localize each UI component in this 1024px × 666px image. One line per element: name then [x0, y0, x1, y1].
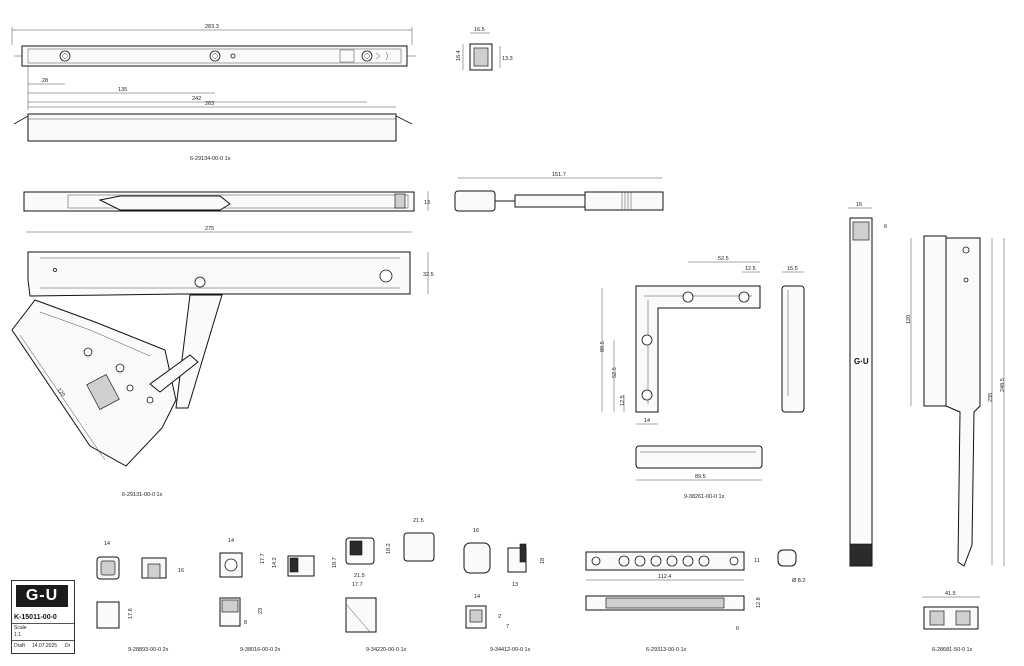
part-label-6-29131: 6-29131-00-0 1x	[122, 492, 163, 498]
dim-283-3: 283.3	[205, 24, 219, 30]
dim-17-7: 17.7	[260, 553, 266, 564]
dim-12-5-left: 12.5	[620, 395, 626, 406]
title-block: G-U K-15011-00-0 Scale 1:1 Draft 14.07.2…	[11, 580, 75, 654]
dim-6-b: 6	[736, 626, 739, 632]
part-label-9-38016: 9-38016-00-0 2x	[240, 647, 281, 653]
dim-23: 23	[258, 608, 264, 614]
dim-17-7-b: 17.7	[352, 582, 363, 588]
dim-14-a: 14	[104, 541, 110, 547]
dim-13-3: 13.3	[502, 56, 513, 62]
part-corner-bracket: 52.5 12.5 89.5 52.5 12.5 14 15.5 89.5 9-…	[600, 256, 805, 500]
dim-41-5: 41.5	[945, 591, 956, 597]
part-hinge-bracket: 13 275 32.5 120 6-29131-00-0 1x	[11, 191, 434, 498]
dim-16-5: 16.5	[474, 27, 485, 33]
dim-16-c: 16	[473, 528, 479, 534]
dim-13: 13	[424, 200, 430, 206]
dim-120-vertical: 120	[906, 315, 912, 324]
draft-label: Draft	[14, 643, 25, 649]
dim-263: 263	[205, 101, 214, 107]
gu-logo: G-U	[16, 585, 68, 607]
dim-18: 18	[540, 558, 546, 564]
dim-16-4: 16.4	[456, 50, 462, 61]
dim-21-5-b: 21.5	[354, 573, 365, 579]
dim-248-5: 248.5	[1000, 378, 1006, 392]
dim-12-8: 12.8	[756, 597, 762, 608]
part-label-9-34220: 9-34220-00-0 1x	[366, 647, 407, 653]
dim-11: 11	[754, 558, 760, 564]
part-rail-top-view: 283.3 28 135 242 263 6-29134-00-0 1x	[11, 24, 416, 162]
scale-label: Scale	[14, 625, 27, 631]
dim-14-2: 14.2	[272, 557, 278, 568]
draft-date: 14.07.2025	[32, 643, 58, 649]
part-9-34412: 16 18 13 14 2 7 9-34412-00-0 1x	[463, 528, 546, 653]
dim-151-7: 151.7	[552, 172, 566, 178]
dim-diameter-8-2: Ø 8.2	[792, 578, 805, 584]
dim-8: 8	[244, 620, 247, 626]
dim-6-top: 6	[884, 224, 887, 230]
dim-89-5-bottom: 89.5	[695, 474, 706, 480]
dim-13-b: 13	[512, 582, 518, 588]
dim-15-5: 15.5	[787, 266, 798, 272]
dim-16-b: 16	[178, 568, 184, 574]
dim-7: 7	[506, 624, 509, 630]
part-label-9-28893: 9-28893-00-0 2x	[128, 647, 169, 653]
dim-32-5: 32.5	[423, 272, 434, 278]
dim-16-top: 16	[856, 202, 862, 208]
dim-52-5-left: 52.5	[612, 367, 618, 378]
part-9-28893: 14 16 17.6 9-28893-00-0 2x	[96, 541, 184, 653]
part-9-38016: 14 17.7 14.2 18.7 8 23 9-38016-00-0 2x	[219, 538, 338, 653]
part-label-6-29134: 6-29134-00-0 1x	[190, 156, 231, 162]
dim-28: 28	[42, 78, 48, 84]
dim-18-7: 18.7	[332, 557, 338, 568]
dim-14: 14	[644, 418, 650, 424]
drawing-number: K-15011-00-0	[14, 614, 57, 621]
dim-242: 242	[192, 96, 201, 102]
dim-18-2: 18.2	[386, 543, 392, 554]
part-connector-bar: 151.7	[454, 172, 664, 212]
part-label-6-28681: 6-28681-50-0 1x	[932, 647, 973, 653]
part-9-34220: 18.2 21.5 21.5 17.7 9-34220-00-0 1x	[345, 518, 435, 653]
part-6-29313: 11 112.4 12.8 6 Ø 8.2 6-29313-00-0 1x	[585, 549, 805, 653]
dim-235: 235	[988, 393, 994, 402]
part-vertical-handle: 16 6 G·U 120 235 248.5 41.5 6-28681-50-0…	[848, 202, 1006, 653]
svg-text:G·U: G·U	[854, 357, 869, 366]
scale-value: 1:1	[14, 632, 21, 638]
dim-120-diag: 120	[56, 387, 66, 398]
dim-2: 2	[498, 614, 501, 620]
dim-275: 275	[205, 226, 214, 232]
draft-author: Dr	[65, 643, 71, 649]
dim-112-4: 112.4	[658, 574, 671, 580]
dim-17-6: 17.6	[128, 608, 134, 619]
dim-135: 135	[118, 87, 127, 93]
dim-89-5-left: 89.5	[600, 341, 606, 352]
part-label-9-34412: 9-34412-00-0 1x	[490, 647, 531, 653]
part-cap-small: 16.5 16.4 13.3	[456, 27, 513, 71]
dim-12-5-top: 12.5	[745, 266, 756, 272]
part-label-6-29313: 6-29313-00-0 1x	[646, 647, 687, 653]
dim-52-5-top: 52.5	[718, 256, 729, 262]
dim-14-b: 14	[228, 538, 234, 544]
part-label-9-38261: 9-38261-00-0 1x	[684, 494, 725, 500]
dim-14-c: 14	[474, 594, 480, 600]
dim-21-5-a: 21.5	[413, 518, 424, 524]
